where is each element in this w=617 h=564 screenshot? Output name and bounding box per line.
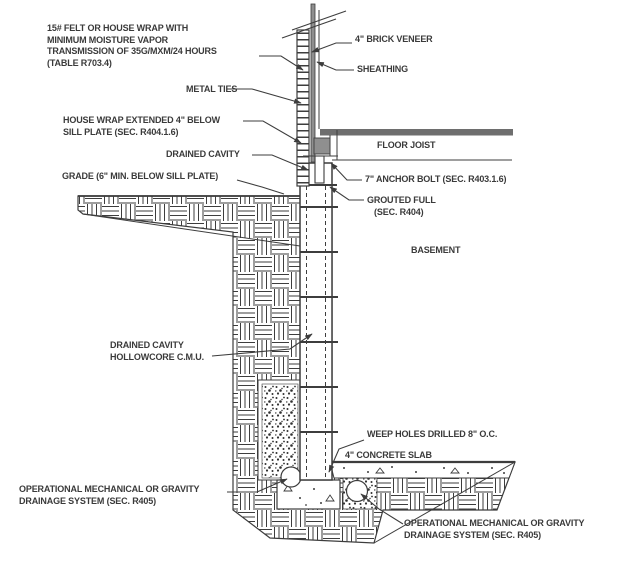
cmu-wall xyxy=(299,162,338,481)
label-metal-ties: METAL TIES xyxy=(186,84,238,94)
label-felt: 15# FELT OR HOUSE WRAP WITH MINIMUM MOIS… xyxy=(47,23,217,68)
leader-lines xyxy=(211,42,404,525)
label-concrete-slab: 4" CONCRETE SLAB xyxy=(345,450,432,460)
label-sheathing: SHEATHING xyxy=(357,64,408,74)
leader-drainage-right xyxy=(360,493,404,525)
wall-break-lines xyxy=(281,10,347,39)
drained-cavity-gravel xyxy=(257,379,301,481)
label-basement: BASEMENT xyxy=(411,245,461,255)
concrete-slab xyxy=(329,460,516,479)
label-drained-cavity-upper: DRAINED CAVITY xyxy=(166,149,240,159)
leader-drainage-left xyxy=(227,478,288,493)
label-drainage-right: OPERATIONAL MECHANICAL OR GRAVITY DRAINA… xyxy=(404,518,585,540)
label-weep-holes: WEEP HOLES DRILLED 8" O.C. xyxy=(367,429,498,439)
drain-pipe-left xyxy=(280,466,302,488)
label-house-wrap: HOUSE WRAP EXTENDED 4" BELOW SILL PLATE … xyxy=(63,115,220,137)
leader-house-wrap xyxy=(243,120,302,144)
excavation-line xyxy=(82,213,301,247)
label-grouted-full: GROUTED FULL (SEC. R404) xyxy=(367,195,436,217)
section-break-line xyxy=(373,461,516,544)
leader-metal-ties xyxy=(228,88,302,104)
leader-drained-cavity-cmu xyxy=(211,333,313,357)
leader-grouted-full xyxy=(329,186,364,201)
brick-veneer xyxy=(296,29,310,187)
leader-weep-holes xyxy=(328,439,365,473)
leader-sheathing xyxy=(316,61,354,71)
leader-drained-cavity-upper xyxy=(252,154,309,171)
sheathing-board xyxy=(310,3,320,163)
leader-anchor-bolt xyxy=(330,162,362,181)
label-anchor-bolt: 7" ANCHOR BOLT (SEC. R403.1.6) xyxy=(365,174,507,184)
leader-grade xyxy=(236,179,285,195)
label-grade: GRADE (6" MIN. BELOW SILL PLATE) xyxy=(62,171,219,181)
drain-gravel-right xyxy=(342,477,378,510)
leader-brick-veneer xyxy=(311,42,352,53)
label-floor-joist: FLOOR JOIST xyxy=(377,140,436,150)
anchor-bolt xyxy=(314,155,325,184)
label-drained-cavity-cmu: DRAINED CAVITY HOLLOWCORE C.M.U. xyxy=(110,340,204,362)
label-drainage-left: OPERATIONAL MECHANICAL OR GRAVITY DRAINA… xyxy=(19,484,200,506)
drain-pipe-right xyxy=(345,479,369,503)
leader-felt xyxy=(259,55,304,71)
label-brick-veneer: 4" BRICK VENEER xyxy=(355,34,433,44)
